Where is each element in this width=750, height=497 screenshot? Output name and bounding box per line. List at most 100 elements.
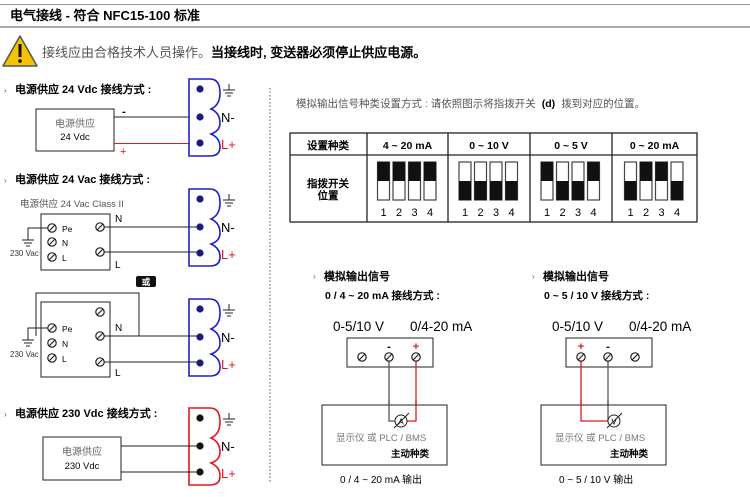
switch-number: 3 xyxy=(411,207,417,219)
device-label: 显示仪 或 PLC / BMS xyxy=(336,432,426,444)
terminal-l-label: L+ xyxy=(221,357,236,372)
switch-number: 4 xyxy=(590,207,596,219)
dip-switch-2-down xyxy=(555,161,570,201)
power-supply-24vdc-box xyxy=(35,108,115,152)
screw-terminal-icon xyxy=(47,237,57,247)
ground-icon xyxy=(222,303,236,317)
warning-text: 接线应由合格技术人员操作。当接线时, 变送器必须停止供应电源。 xyxy=(42,45,426,60)
section-24vdc-title: 电源供应 24 Vdc 接线方式 : xyxy=(15,82,151,96)
ground-icon xyxy=(21,233,35,247)
meter-label: A xyxy=(398,418,404,427)
bullet-icon: › xyxy=(4,176,7,185)
terminal-block-4: N-L+ xyxy=(188,407,236,486)
terminal-dot xyxy=(196,414,204,422)
bullet-icon: › xyxy=(4,410,7,419)
current-label: 0/4-20 mA xyxy=(629,319,691,334)
switch-number: 4 xyxy=(674,207,680,219)
dip-switch-1-down xyxy=(623,161,638,201)
section-title: 模拟输出信号 xyxy=(543,269,609,283)
table-column-header: 0 ~ 20 mA xyxy=(630,140,680,152)
pe-label: Pe xyxy=(62,324,73,334)
device-label: 显示仪 或 PLC / BMS xyxy=(555,432,645,444)
device-type-label: 主动种类 xyxy=(610,448,649,460)
ground-icon xyxy=(21,333,35,347)
current-label: 0/4-20 mA xyxy=(410,319,472,334)
minus-label: - xyxy=(387,341,391,353)
out-l-label: L xyxy=(115,368,121,379)
switch-number: 2 xyxy=(643,207,649,219)
switch-number: 1 xyxy=(544,207,550,219)
screw-terminal-icon xyxy=(357,352,367,362)
power-supply-230vdc-box xyxy=(42,436,122,481)
ground-icon xyxy=(222,412,236,426)
switch-number: 3 xyxy=(575,207,581,219)
switch-number: 2 xyxy=(396,207,402,219)
voltage-label: 0-5/10 V xyxy=(333,319,384,334)
ground-icon xyxy=(222,83,236,97)
bullet-icon: › xyxy=(313,272,316,281)
receiver-device-box xyxy=(540,404,667,466)
terminal-l-label: L+ xyxy=(221,466,236,481)
pe-label: Pe xyxy=(62,224,73,234)
terminal-l-label: L+ xyxy=(221,137,236,152)
table-header-label: 设置种类 xyxy=(307,139,349,152)
out-l-label: L xyxy=(115,260,121,271)
terminal-block-2: N- L+ xyxy=(188,188,236,267)
plus-label: + xyxy=(120,146,126,158)
out-n-label: N xyxy=(115,214,122,225)
screw-terminal-icon xyxy=(576,352,586,362)
minus-label: - xyxy=(606,341,610,353)
screw-terminal-icon xyxy=(47,323,57,333)
terminal-dot xyxy=(196,359,204,367)
section-title: 模拟输出信号 xyxy=(324,269,390,283)
screw-terminal-icon xyxy=(47,338,57,348)
terminal-n-label: N- xyxy=(221,330,235,345)
n-label: N xyxy=(62,238,68,248)
dip-switch-2-up xyxy=(639,161,653,201)
screw-terminal-icon xyxy=(47,223,57,233)
bullet-icon: › xyxy=(532,272,535,281)
output-label: 0 ~ 5 / 10 V 输出 xyxy=(559,473,633,486)
dip-switch-1-up xyxy=(376,161,391,201)
screw-terminal-icon xyxy=(384,352,394,362)
wiring-ma-section: › 模拟输出信号 0 / 4 ~ 20 mA 接线方式 : 0-5/10 V 0/4-2… xyxy=(313,269,472,486)
table-column-header: 0 ~ 10 V xyxy=(469,140,508,152)
terminal-block-1: N- L+ xyxy=(188,78,236,157)
meter-label: V xyxy=(611,418,617,427)
dip-switch-2-up xyxy=(392,161,406,201)
dip-switch-1-up xyxy=(540,161,554,201)
n-label: N xyxy=(62,339,68,349)
transformer-caption: 电源供应 24 Vac Class II xyxy=(20,198,124,210)
section-subtitle: 0 / 4 ~ 20 mA 接线方式 : xyxy=(325,289,440,302)
dip-switch-2-down xyxy=(473,161,488,201)
box-voltage: 24 Vdc xyxy=(60,132,90,143)
voltage-label: 0-5/10 V xyxy=(552,319,603,334)
switch-number: 3 xyxy=(493,207,499,219)
l-label: L xyxy=(62,354,67,364)
dip-switch-4-up xyxy=(423,161,437,201)
page-title: 电气接线 - 符合 NFC15-100 标准 xyxy=(10,8,200,23)
voltmeter-icon: V xyxy=(606,412,623,429)
plus-label: + xyxy=(413,341,419,353)
screw-terminal-icon xyxy=(411,352,421,362)
table-row-label: 位置 xyxy=(318,189,339,202)
dip-switch-4-down xyxy=(504,161,519,201)
terminal-dot xyxy=(196,195,204,203)
section-subtitle: 0 ~ 5 / 10 V 接线方式 : xyxy=(544,289,649,302)
terminal-block-3: N- L+ xyxy=(188,298,236,377)
switch-number: 1 xyxy=(380,207,386,219)
receiver-device-box xyxy=(321,404,448,466)
terminal-n-label: N- xyxy=(221,220,235,235)
screw-terminal-icon xyxy=(95,247,105,257)
minus-label: - xyxy=(122,106,126,118)
terminal-n-label: N- xyxy=(221,110,235,125)
plus-label: + xyxy=(578,341,584,353)
screw-terminal-icon xyxy=(603,352,613,362)
terminal-l-label: L+ xyxy=(221,247,236,262)
bullet-icon: › xyxy=(4,86,7,95)
dip-instruction: 模拟输出信号种类设置方式 : 请依照图示将指拨开关(d)拨到对应的位置。 xyxy=(296,97,645,110)
vac-label: 230 Vac xyxy=(10,249,39,258)
vac-label: 230 Vac xyxy=(10,350,39,359)
box-voltage: 230 Vdc xyxy=(65,461,100,472)
